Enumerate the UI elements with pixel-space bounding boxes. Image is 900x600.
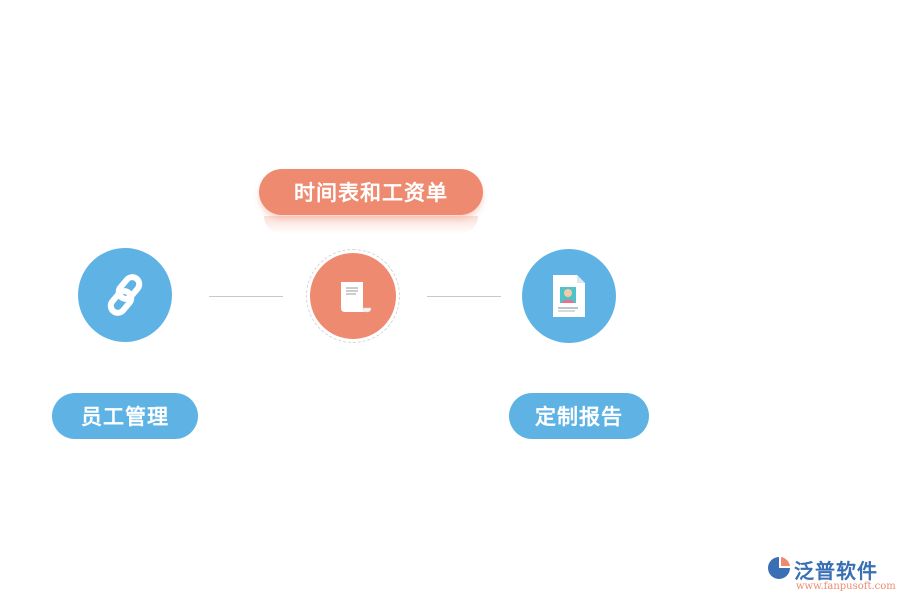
brand-logo: 泛普软件 www.fanpusoft.com <box>766 553 896 593</box>
employee-management-text: 员工管理 <box>81 405 169 429</box>
brand-name: 泛普软件 <box>794 559 878 583</box>
center-node-ring <box>306 249 400 343</box>
timesheet-payroll-text: 时间表和工资单 <box>294 181 448 205</box>
timesheet-payroll-node <box>310 253 396 339</box>
employee-management-node <box>78 248 172 342</box>
custom-report-text: 定制报告 <box>535 405 623 429</box>
label-reflection <box>264 216 478 234</box>
scroll-icon <box>341 282 372 313</box>
custom-report-label: 定制报告 <box>509 393 649 439</box>
brand-url: www.fanpusoft.com <box>796 581 896 592</box>
profile-document-icon <box>553 275 585 317</box>
connector-right <box>427 296 501 297</box>
employee-management-label: 员工管理 <box>52 393 198 439</box>
custom-report-node <box>522 249 616 343</box>
chain-link-icon <box>107 274 143 316</box>
timesheet-payroll-label: 时间表和工资单 <box>259 169 483 215</box>
fanpu-logo-icon <box>768 557 790 579</box>
connector-left <box>209 296 283 297</box>
